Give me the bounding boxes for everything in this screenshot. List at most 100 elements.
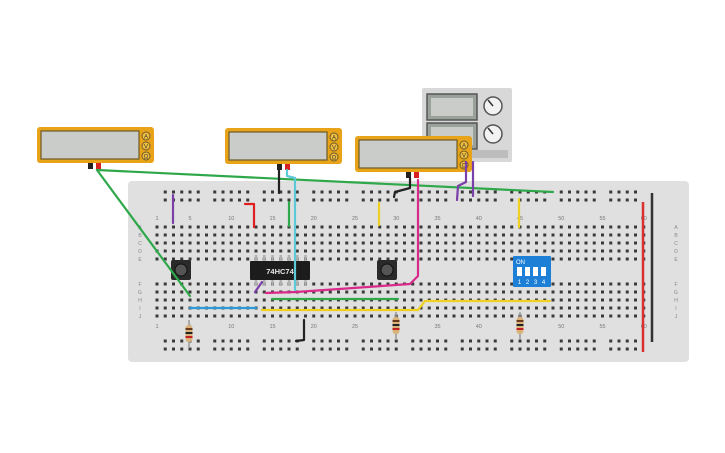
- breadboard-hole[interactable]: [180, 249, 184, 253]
- power-rail-hole[interactable]: [535, 347, 538, 351]
- power-rail-hole[interactable]: [436, 347, 439, 351]
- multimeter-2[interactable]: A V Ω: [225, 128, 342, 170]
- power-rail-hole[interactable]: [287, 190, 291, 194]
- power-rail-hole[interactable]: [584, 347, 588, 351]
- breadboard-hole[interactable]: [196, 249, 200, 253]
- breadboard-hole[interactable]: [320, 306, 324, 310]
- breadboard-hole[interactable]: [155, 306, 159, 310]
- breadboard-hole[interactable]: [320, 282, 324, 286]
- breadboard-hole[interactable]: [262, 233, 266, 237]
- breadboard-hole[interactable]: [444, 290, 448, 294]
- power-rail-hole[interactable]: [188, 198, 192, 202]
- power-rail-hole[interactable]: [510, 198, 514, 202]
- push-button-2[interactable]: [377, 260, 397, 280]
- breadboard-hole[interactable]: [361, 306, 365, 310]
- power-rail-hole[interactable]: [378, 347, 382, 351]
- breadboard-hole[interactable]: [419, 241, 423, 245]
- power-rail-hole[interactable]: [436, 198, 439, 202]
- power-rail-hole[interactable]: [370, 190, 373, 194]
- power-rail-hole[interactable]: [427, 198, 431, 202]
- breadboard-hole[interactable]: [155, 233, 159, 237]
- breadboard-hole[interactable]: [419, 314, 423, 318]
- breadboard-hole[interactable]: [469, 241, 472, 245]
- breadboard-hole[interactable]: [403, 306, 406, 310]
- breadboard-hole[interactable]: [568, 282, 571, 286]
- power-rail-hole[interactable]: [180, 339, 184, 343]
- power-rail-hole[interactable]: [444, 190, 448, 194]
- breadboard-hole[interactable]: [535, 314, 538, 318]
- breadboard-hole[interactable]: [510, 233, 514, 237]
- breadboard-hole[interactable]: [419, 282, 423, 286]
- breadboard-hole[interactable]: [510, 314, 514, 318]
- breadboard-hole[interactable]: [609, 257, 613, 261]
- power-rail-hole[interactable]: [238, 198, 241, 202]
- breadboard-hole[interactable]: [617, 290, 621, 294]
- breadboard-hole[interactable]: [295, 225, 299, 229]
- power-rail-hole[interactable]: [312, 198, 316, 202]
- probe-terminal-black[interactable]: [88, 163, 93, 169]
- breadboard-hole[interactable]: [246, 241, 250, 245]
- breadboard-hole[interactable]: [634, 290, 637, 294]
- breadboard-hole[interactable]: [625, 241, 629, 245]
- push-button-cap[interactable]: [380, 263, 394, 277]
- power-rail-hole[interactable]: [526, 347, 530, 351]
- power-rail-hole[interactable]: [543, 198, 547, 202]
- breadboard-hole[interactable]: [238, 257, 241, 261]
- mode-button-ohm[interactable]: [141, 151, 151, 161]
- breadboard-hole[interactable]: [188, 314, 192, 318]
- breadboard-hole[interactable]: [510, 306, 514, 310]
- power-rail-hole[interactable]: [328, 339, 332, 343]
- breadboard-hole[interactable]: [328, 233, 332, 237]
- power-rail-hole[interactable]: [493, 339, 497, 343]
- breadboard-hole[interactable]: [287, 233, 291, 237]
- power-rail-hole[interactable]: [460, 339, 464, 343]
- power-rail-hole[interactable]: [419, 198, 423, 202]
- power-rail-hole[interactable]: [460, 190, 464, 194]
- breadboard-hole[interactable]: [518, 241, 522, 245]
- breadboard-hole[interactable]: [634, 241, 637, 245]
- power-rail-hole[interactable]: [271, 198, 274, 202]
- power-rail-hole[interactable]: [279, 339, 283, 343]
- power-rail-hole[interactable]: [510, 347, 514, 351]
- power-rail-hole[interactable]: [213, 339, 217, 343]
- breadboard-hole[interactable]: [634, 257, 637, 261]
- breadboard-hole[interactable]: [229, 241, 233, 245]
- breadboard-hole[interactable]: [312, 282, 316, 286]
- breadboard-hole[interactable]: [444, 249, 448, 253]
- breadboard-hole[interactable]: [510, 257, 514, 261]
- power-rail-hole[interactable]: [526, 339, 530, 343]
- power-rail-hole[interactable]: [559, 190, 563, 194]
- power-rail-hole[interactable]: [477, 190, 481, 194]
- breadboard-hole[interactable]: [601, 233, 604, 237]
- breadboard-hole[interactable]: [477, 306, 481, 310]
- breadboard-hole[interactable]: [328, 249, 332, 253]
- breadboard-hole[interactable]: [337, 290, 340, 294]
- breadboard-hole[interactable]: [213, 282, 217, 286]
- breadboard-hole[interactable]: [584, 290, 588, 294]
- breadboard-hole[interactable]: [551, 225, 555, 229]
- breadboard-hole[interactable]: [452, 249, 456, 253]
- breadboard-hole[interactable]: [229, 290, 233, 294]
- power-rail-hole[interactable]: [485, 347, 489, 351]
- breadboard-hole[interactable]: [502, 282, 505, 286]
- power-rail-hole[interactable]: [526, 198, 530, 202]
- breadboard-hole[interactable]: [163, 225, 167, 229]
- power-rail-hole[interactable]: [419, 347, 423, 351]
- power-rail-hole[interactable]: [345, 339, 349, 343]
- breadboard-hole[interactable]: [353, 306, 357, 310]
- breadboard-hole[interactable]: [403, 257, 406, 261]
- power-rail-hole[interactable]: [469, 339, 472, 343]
- breadboard-hole[interactable]: [485, 282, 489, 286]
- breadboard-hole[interactable]: [320, 257, 324, 261]
- power-rail-hole[interactable]: [229, 198, 233, 202]
- breadboard-hole[interactable]: [312, 233, 316, 237]
- breadboard-hole[interactable]: [155, 314, 159, 318]
- breadboard-hole[interactable]: [568, 290, 571, 294]
- breadboard-hole[interactable]: [493, 241, 497, 245]
- power-rail-hole[interactable]: [229, 339, 233, 343]
- power-rail-hole[interactable]: [469, 347, 472, 351]
- power-rail-hole[interactable]: [345, 198, 349, 202]
- power-rail-hole[interactable]: [163, 198, 167, 202]
- breadboard-hole[interactable]: [436, 314, 439, 318]
